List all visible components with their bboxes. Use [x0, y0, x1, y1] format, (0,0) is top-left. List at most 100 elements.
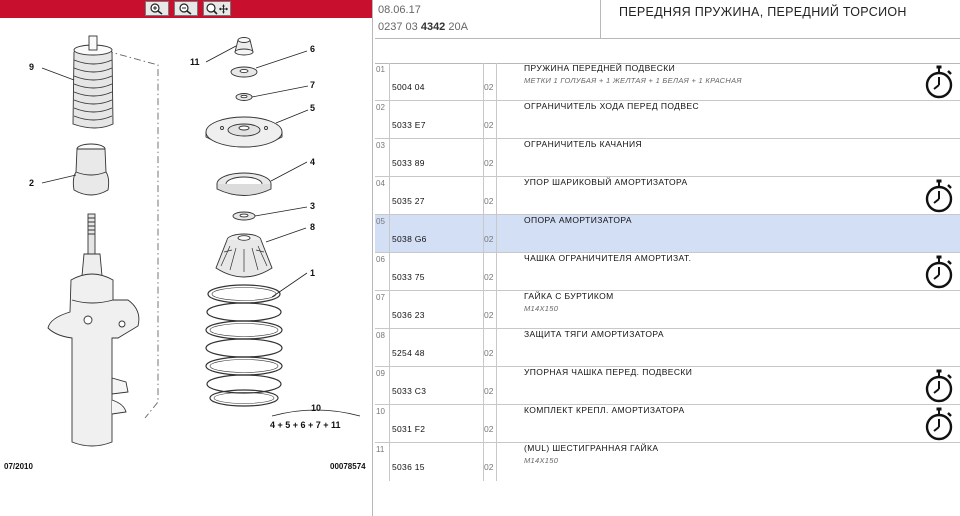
part-description: ПРУЖИНА ПЕРЕДНЕЙ ПОДВЕСКИ [524, 63, 676, 73]
index-cell: 09 [375, 367, 390, 404]
part-description: УПОРНАЯ ЧАШКА ПЕРЕД. ПОДВЕСКИ [524, 367, 693, 377]
row-index: 04 [376, 179, 385, 188]
callout-7: 7 [310, 80, 315, 90]
stopwatch-icon[interactable] [921, 64, 957, 100]
row-index: 10 [376, 407, 385, 416]
zoom-move-icon [206, 2, 228, 15]
part-reference: 5036 23 [392, 310, 425, 320]
spacer-part [232, 211, 256, 221]
zoom-in-button[interactable] [145, 1, 169, 16]
part-quantity: 02 [484, 310, 494, 320]
reference-cell: 5033 C3 [389, 367, 484, 404]
top-mount-part [205, 116, 283, 148]
quantity-cell: 02 [483, 367, 497, 404]
stopwatch-icon[interactable] [921, 254, 957, 290]
part-reference: 5004 04 [392, 82, 425, 92]
reference-cell: 5033 E7 [389, 101, 484, 138]
parts-row[interactable]: 01 5004 04 02 ПРУЖИНА ПЕРЕДНЕЙ ПОДВЕСКИ МЕТК… [375, 63, 960, 101]
stopwatch-icon[interactable] [921, 406, 957, 442]
row-index: 08 [376, 331, 385, 340]
header-ref-suffix: 20A [445, 21, 468, 33]
part-description: ГАЙКА С БУРТИКОМ [524, 291, 614, 301]
washer-part [230, 66, 258, 78]
diagram-date-code: 07/2010 [4, 462, 33, 471]
reference-cell: 5036 23 [389, 291, 484, 328]
part-description: ЗАЩИТА ТЯГИ АМОРТИЗАТОРА [524, 329, 664, 339]
quantity-cell: 02 [483, 177, 497, 214]
row-index: 05 [376, 217, 385, 226]
part-reference: 5038 G6 [392, 234, 427, 244]
row-index: 01 [376, 65, 385, 74]
part-quantity: 02 [484, 120, 494, 130]
reference-cell: 5254 48 [389, 329, 484, 366]
parts-table: 01 5004 04 02 ПРУЖИНА ПЕРЕДНЕЙ ПОДВЕСКИ МЕТК… [375, 63, 960, 481]
part-quantity: 02 [484, 158, 494, 168]
index-cell: 08 [375, 329, 390, 366]
callout-2: 2 [29, 178, 34, 188]
stopwatch-icon[interactable] [921, 368, 957, 404]
part-reference: 5033 89 [392, 158, 425, 168]
diagram-image-code: 00078574 [330, 462, 366, 471]
part-note: M14X150 [524, 456, 559, 465]
index-cell: 01 [375, 63, 390, 100]
row-index: 02 [376, 103, 385, 112]
part-reference: 5033 E7 [392, 120, 426, 130]
bearing-part [216, 172, 272, 196]
quantity-cell: 02 [483, 443, 497, 481]
diagram-panel: 9 2 11 6 7 5 4 3 8 1 10 4 + 5 + 6 + 7 + … [0, 0, 373, 516]
row-index: 07 [376, 293, 385, 302]
zoom-out-button[interactable] [174, 1, 198, 16]
reference-cell: 5038 G6 [389, 215, 484, 252]
quantity-cell: 02 [483, 63, 497, 100]
part-description: ОПОРА АМОРТИЗАТОРА [524, 215, 632, 225]
nut-part [234, 37, 254, 56]
stopwatch-icon[interactable] [921, 178, 957, 214]
shock-absorber-part [47, 213, 140, 447]
part-description: ОГРАНИЧИТЕЛЬ КАЧАНИЯ [524, 139, 643, 149]
header-ref-prefix: 0237 03 [378, 21, 421, 33]
callout-11: 11 [190, 57, 200, 67]
header-reference: 0237 03 4342 20A [378, 21, 468, 33]
part-description: ЧАШКА ОГРАНИЧИТЕЛЯ АМОРТИЗАТ. [524, 253, 692, 263]
part-quantity: 02 [484, 196, 494, 206]
reference-cell: 5035 27 [389, 177, 484, 214]
part-note: M14X150 [524, 304, 559, 313]
parts-row[interactable]: 07 5036 23 02 ГАЙКА С БУРТИКОМ M14X150 [375, 291, 960, 329]
reference-cell: 5036 15 [389, 443, 484, 481]
callout-8: 9 [29, 62, 34, 72]
zoom-move-button[interactable] [203, 1, 231, 16]
diagram-toolbar [0, 0, 372, 18]
reference-cell: 5031 F2 [389, 405, 484, 442]
part-reference: 5033 75 [392, 272, 425, 282]
zoom-in-icon [150, 2, 163, 15]
header-info: 08.06.17 0237 03 4342 20A [375, 0, 601, 39]
quantity-cell: 02 [483, 405, 497, 442]
part-reference: 5031 F2 [392, 424, 426, 434]
index-cell: 07 [375, 291, 390, 328]
callout-5: 5 [310, 103, 315, 113]
index-cell: 10 [375, 405, 390, 442]
kit-callout-10: 10 [311, 403, 321, 413]
quantity-cell: 02 [483, 101, 497, 138]
part-quantity: 02 [484, 462, 494, 472]
part-note: МЕТКИ 1 ГОЛУБАЯ + 1 ЖЕЛТАЯ + 1 БЕЛАЯ + 1… [524, 76, 742, 85]
bump-stop-part [72, 143, 110, 196]
part-quantity: 02 [484, 386, 494, 396]
coil-spring-part [205, 284, 283, 407]
header-ref-bold: 4342 [420, 21, 446, 33]
dust-boot-part [72, 35, 114, 129]
index-cell: 04 [375, 177, 390, 214]
reference-cell: 5033 75 [389, 253, 484, 290]
spring-seat-part [215, 233, 273, 278]
callout-6: 6 [310, 44, 315, 54]
index-cell: 05 [375, 215, 390, 252]
